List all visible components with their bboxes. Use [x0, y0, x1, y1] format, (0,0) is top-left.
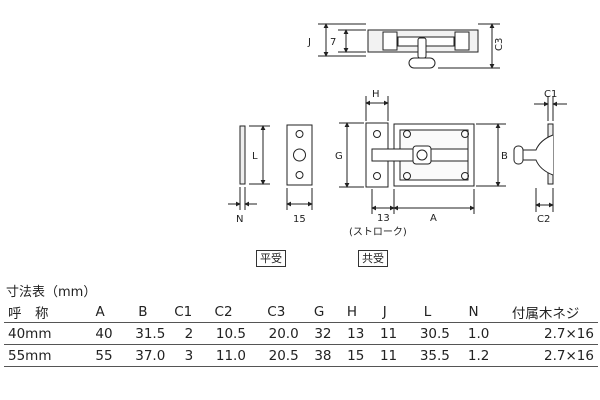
table-cell: 37.0 — [116, 344, 170, 367]
header-b: B — [116, 301, 170, 323]
plate-side-view — [228, 125, 270, 210]
dim-label-7: 7 — [330, 37, 336, 48]
header-c1: C1 — [169, 301, 198, 323]
table-cell: 32 — [302, 322, 336, 345]
dim-label-c3: C3 — [494, 38, 505, 51]
header-screw: 付属木ネジ — [493, 301, 598, 323]
technical-drawing: J 7 C3 H C1 L G B N 15 13 A C2 (ストローク) — [228, 23, 567, 238]
header-h: H — [335, 301, 369, 323]
dim-label-13: 13 — [377, 213, 390, 224]
table-cell: 2 — [169, 322, 198, 345]
dimension-table-section: 寸法表（mm） 呼 称 A B C1 C2 C3 G H J L N 付属木ネジ… — [0, 284, 600, 367]
flat-receiver-view — [286, 124, 313, 210]
dim-label-a: A — [430, 213, 437, 224]
header-c2: C2 — [197, 301, 250, 323]
table-title: 寸法表（mm） — [6, 285, 97, 300]
table-cell: 1.2 — [453, 344, 494, 367]
table-cell: 1.0 — [453, 322, 494, 345]
table-cell: 40 — [83, 322, 117, 345]
table-cell: 10.5 — [197, 322, 250, 345]
table-cell: 55mm — [4, 344, 84, 367]
table-cell: 15 — [335, 344, 369, 367]
stroke-label: (ストローク) — [349, 226, 407, 238]
header-g: G — [302, 301, 336, 323]
table-cell: 30.5 — [401, 322, 454, 345]
top-view — [318, 23, 500, 69]
table-row: 55mm 55 37.0 3 11.0 20.5 38 15 11 35.5 1… — [4, 344, 598, 367]
dim-label-15: 15 — [293, 214, 306, 225]
front-view — [339, 96, 506, 214]
table-cell: 20.5 — [249, 344, 303, 367]
header-a: A — [83, 301, 117, 323]
table-cell: 11.0 — [197, 344, 250, 367]
table-cell: 38 — [302, 344, 336, 367]
table-header-row: 呼 称 A B C1 C2 C3 G H J L N 付属木ネジ — [4, 301, 598, 323]
dim-label-l: L — [252, 151, 258, 162]
table-cell: 40mm — [4, 322, 84, 345]
table-cell: 13 — [335, 322, 369, 345]
dim-label-h: H — [372, 89, 380, 100]
table-row: 40mm 40 31.5 2 10.5 20.0 32 13 11 30.5 1… — [4, 322, 598, 345]
side-profile-view — [513, 96, 567, 212]
dim-label-j: J — [307, 37, 311, 48]
table-cell: 11 — [368, 322, 402, 345]
dimension-table: 呼 称 A B C1 C2 C3 G H J L N 付属木ネジ 40mm 40… — [4, 301, 598, 367]
dim-label-b: B — [501, 151, 508, 162]
dim-label-g: G — [335, 151, 343, 162]
table-cell: 3 — [169, 344, 198, 367]
table-cell: 55 — [83, 344, 117, 367]
dim-label-c1: C1 — [544, 89, 557, 100]
dim-label-n: N — [236, 214, 243, 225]
header-n: N — [453, 301, 494, 323]
table-cell: 2.7×16 — [493, 344, 598, 367]
table-cell: 20.0 — [249, 322, 303, 345]
header-nominal: 呼 称 — [4, 301, 84, 323]
table-cell: 2.7×16 — [493, 322, 598, 345]
table-cell: 35.5 — [401, 344, 454, 367]
dim-label-c2: C2 — [537, 214, 550, 225]
header-c3: C3 — [249, 301, 303, 323]
table-cell: 11 — [368, 344, 402, 367]
flat-receiver-caption: 平受 — [256, 250, 286, 267]
header-j: J — [368, 301, 402, 323]
common-receiver-caption: 共受 — [358, 250, 388, 267]
table-cell: 31.5 — [116, 322, 170, 345]
header-l: L — [401, 301, 454, 323]
